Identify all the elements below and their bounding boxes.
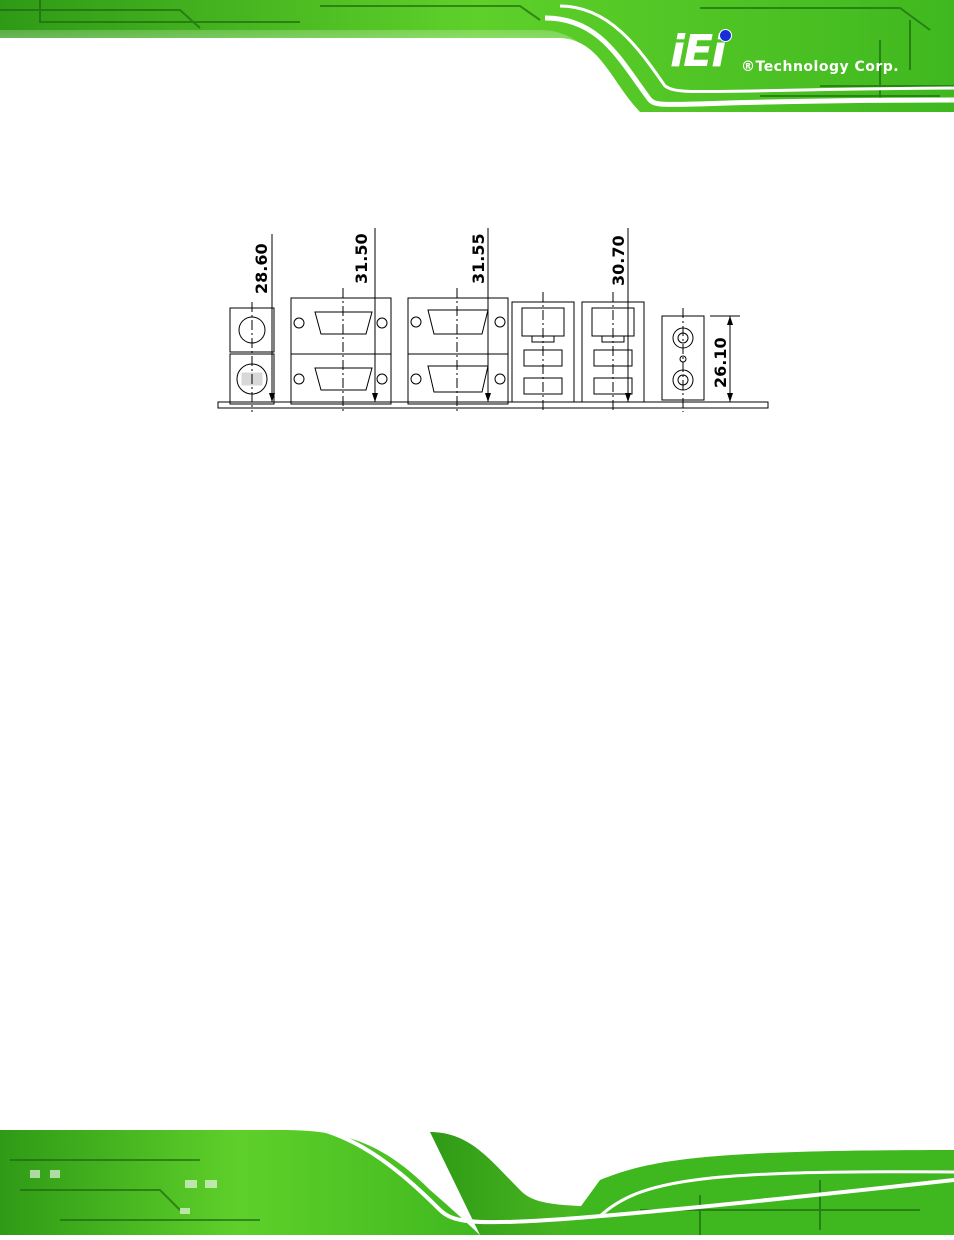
- dimension-serial: 31.50: [352, 233, 371, 284]
- page-header: iEi ®Technology Corp.: [0, 0, 954, 112]
- dimension-serial-vga: 31.55: [469, 233, 488, 284]
- dimension-lan-usb: 30.70: [609, 235, 628, 286]
- page-footer: [0, 1120, 954, 1235]
- dimension-audio: 26.10: [711, 337, 730, 388]
- footer-pcb-graphic: [0, 1120, 954, 1235]
- header-pcb-graphic: [0, 0, 954, 112]
- serial-vga-ports: [408, 298, 508, 404]
- rear-panel-drawing: 28.60 31.50 31.55 30.70 26.10: [210, 222, 780, 422]
- company-logo: iEi: [670, 26, 724, 77]
- rear-panel-diagram: 28.60 31.50 31.55 30.70 26.10: [210, 222, 780, 422]
- serial-ports: [291, 298, 391, 404]
- logo-dot-icon: [719, 29, 732, 42]
- brand-name: ®Technology Corp.: [741, 59, 899, 75]
- dimension-ps2: 28.60: [252, 243, 271, 294]
